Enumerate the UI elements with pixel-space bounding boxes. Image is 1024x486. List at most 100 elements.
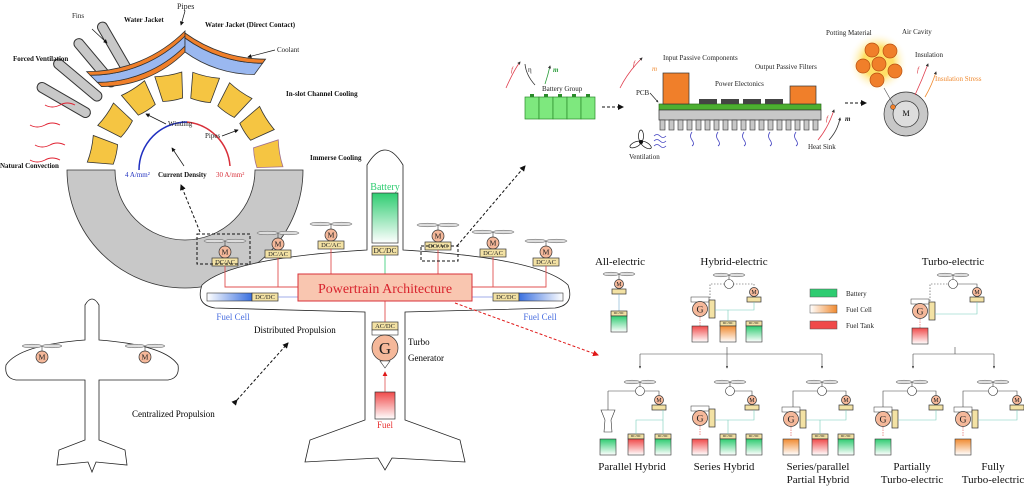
power-electronics-label: Power Electonics [715, 80, 764, 88]
motor-label: M [39, 353, 46, 362]
battery-cell [566, 96, 582, 120]
heat-wave-icon [29, 157, 61, 163]
gearbox-icon [725, 386, 735, 396]
motor-dcac-label: DC/AC [215, 259, 235, 266]
motor-label: G [959, 414, 966, 425]
propeller-blade [41, 343, 63, 349]
f-arrow-icon [914, 63, 929, 96]
motor-dcac-label: DC/AC [321, 242, 341, 249]
coolant-arrow [247, 49, 276, 59]
f-arrow-icon [505, 61, 521, 89]
propeller-blade [277, 230, 300, 236]
winding-slot [120, 80, 156, 116]
energy-source [719, 438, 737, 456]
gearbox-icon [817, 386, 827, 396]
turbo-label: Turbo [408, 337, 430, 347]
conductor-strand [887, 63, 903, 79]
connection-line [997, 390, 1018, 395]
motor-label: M [843, 398, 849, 404]
energy-source [874, 438, 892, 456]
propeller-blade [805, 379, 823, 385]
heat-wave-icon [44, 102, 76, 108]
propeller-blade [712, 272, 730, 278]
generator-converter [799, 409, 807, 429]
slot-marker [890, 104, 896, 110]
immerse-cooling-label: Immerse Cooling [310, 154, 362, 162]
gearbox-icon [948, 279, 958, 289]
battery-label: Battery [370, 182, 399, 193]
motor-dcac [651, 404, 667, 411]
zoom-line [883, 87, 894, 105]
pe-m-label: m [652, 65, 657, 73]
energy-source [691, 325, 709, 343]
battery-group-section: Battery Group f η m [505, 61, 624, 120]
motor-label: M [142, 353, 149, 362]
legend-label-battery: Battery [846, 290, 867, 298]
motor-icon [1012, 395, 1022, 405]
conductor-strand [855, 58, 871, 74]
propeller-blade [952, 272, 970, 278]
winding-label: Winding [168, 120, 193, 128]
all-electric-title: All-electric [595, 256, 645, 268]
heat-sink-fin [740, 119, 747, 131]
generator-acdc-label: AC/DC [375, 323, 395, 330]
fuel-label: Fuel [377, 420, 394, 430]
motor-dcac [746, 296, 762, 303]
heat-sink-fin [794, 119, 801, 131]
motor-icon [972, 287, 982, 297]
heat-sink-fin [776, 119, 783, 131]
motor-rotor [892, 100, 920, 128]
legend: Battery Fuel Cell Fuel Tank [809, 288, 874, 330]
motor-dcac [1009, 404, 1024, 411]
motor-icon [614, 279, 624, 289]
propeller-blade [437, 222, 460, 228]
fin-fill [98, 22, 132, 75]
output-passive-label: Output Passive Filters [755, 63, 817, 71]
battery-dcdc-label: DC/DC [374, 246, 397, 255]
distributed-propulsion-label: Distributed Propulsion [254, 325, 336, 335]
pipes-arrow [179, 10, 186, 26]
propeller-blade [224, 238, 247, 244]
motor-label: M [222, 248, 229, 257]
motor-highlight-box [196, 233, 251, 265]
water-jacket-label: Water Jacket [124, 16, 164, 24]
battery-terminal [544, 94, 548, 97]
current-density-low: 4 A/mm² [125, 171, 150, 179]
battery-f-label: f [511, 66, 514, 74]
hs-f-label: f [826, 115, 829, 123]
motor-dcac-label: DC/AC [536, 259, 556, 266]
propeller-blade [330, 221, 353, 227]
fuel-cell-right-label: Fuel Cell [523, 312, 557, 322]
motor-icon [783, 411, 799, 427]
motor-label: M [933, 398, 939, 404]
heat-sink-fin [731, 119, 738, 131]
motor-label: M [543, 248, 550, 257]
in-slot-cooling-label: In-slot Channel Cooling [286, 90, 358, 98]
motor-icon [912, 303, 928, 319]
battery-terminal [586, 94, 590, 97]
powertrain-box[interactable] [297, 273, 473, 302]
connection-line [734, 390, 753, 395]
gearbox-icon [988, 386, 998, 396]
fin-fill [37, 83, 90, 117]
fuel-tank [374, 391, 396, 420]
pipes-top-label: Pipes [177, 2, 194, 11]
insulation-stress-label: Insulation Stress [935, 75, 982, 83]
inverter-highlight-box [420, 245, 459, 262]
gearbox-icon [635, 386, 645, 396]
power-switch [765, 99, 783, 104]
motor-icon [931, 395, 941, 405]
generator-mount [371, 329, 399, 336]
input-passive-component [662, 72, 690, 105]
motor-icon [955, 411, 971, 427]
heat-flow-icon [742, 131, 746, 147]
potting-label: Potting Material [826, 29, 872, 37]
source-dcdc-label: DC/DC [815, 434, 826, 438]
connection-line [935, 302, 978, 315]
propeller-blade [976, 379, 994, 385]
heat-sink-fin [686, 119, 693, 131]
battery-cell [580, 96, 596, 120]
current-density-arc-blue [138, 121, 188, 171]
winding-slot [239, 105, 275, 141]
